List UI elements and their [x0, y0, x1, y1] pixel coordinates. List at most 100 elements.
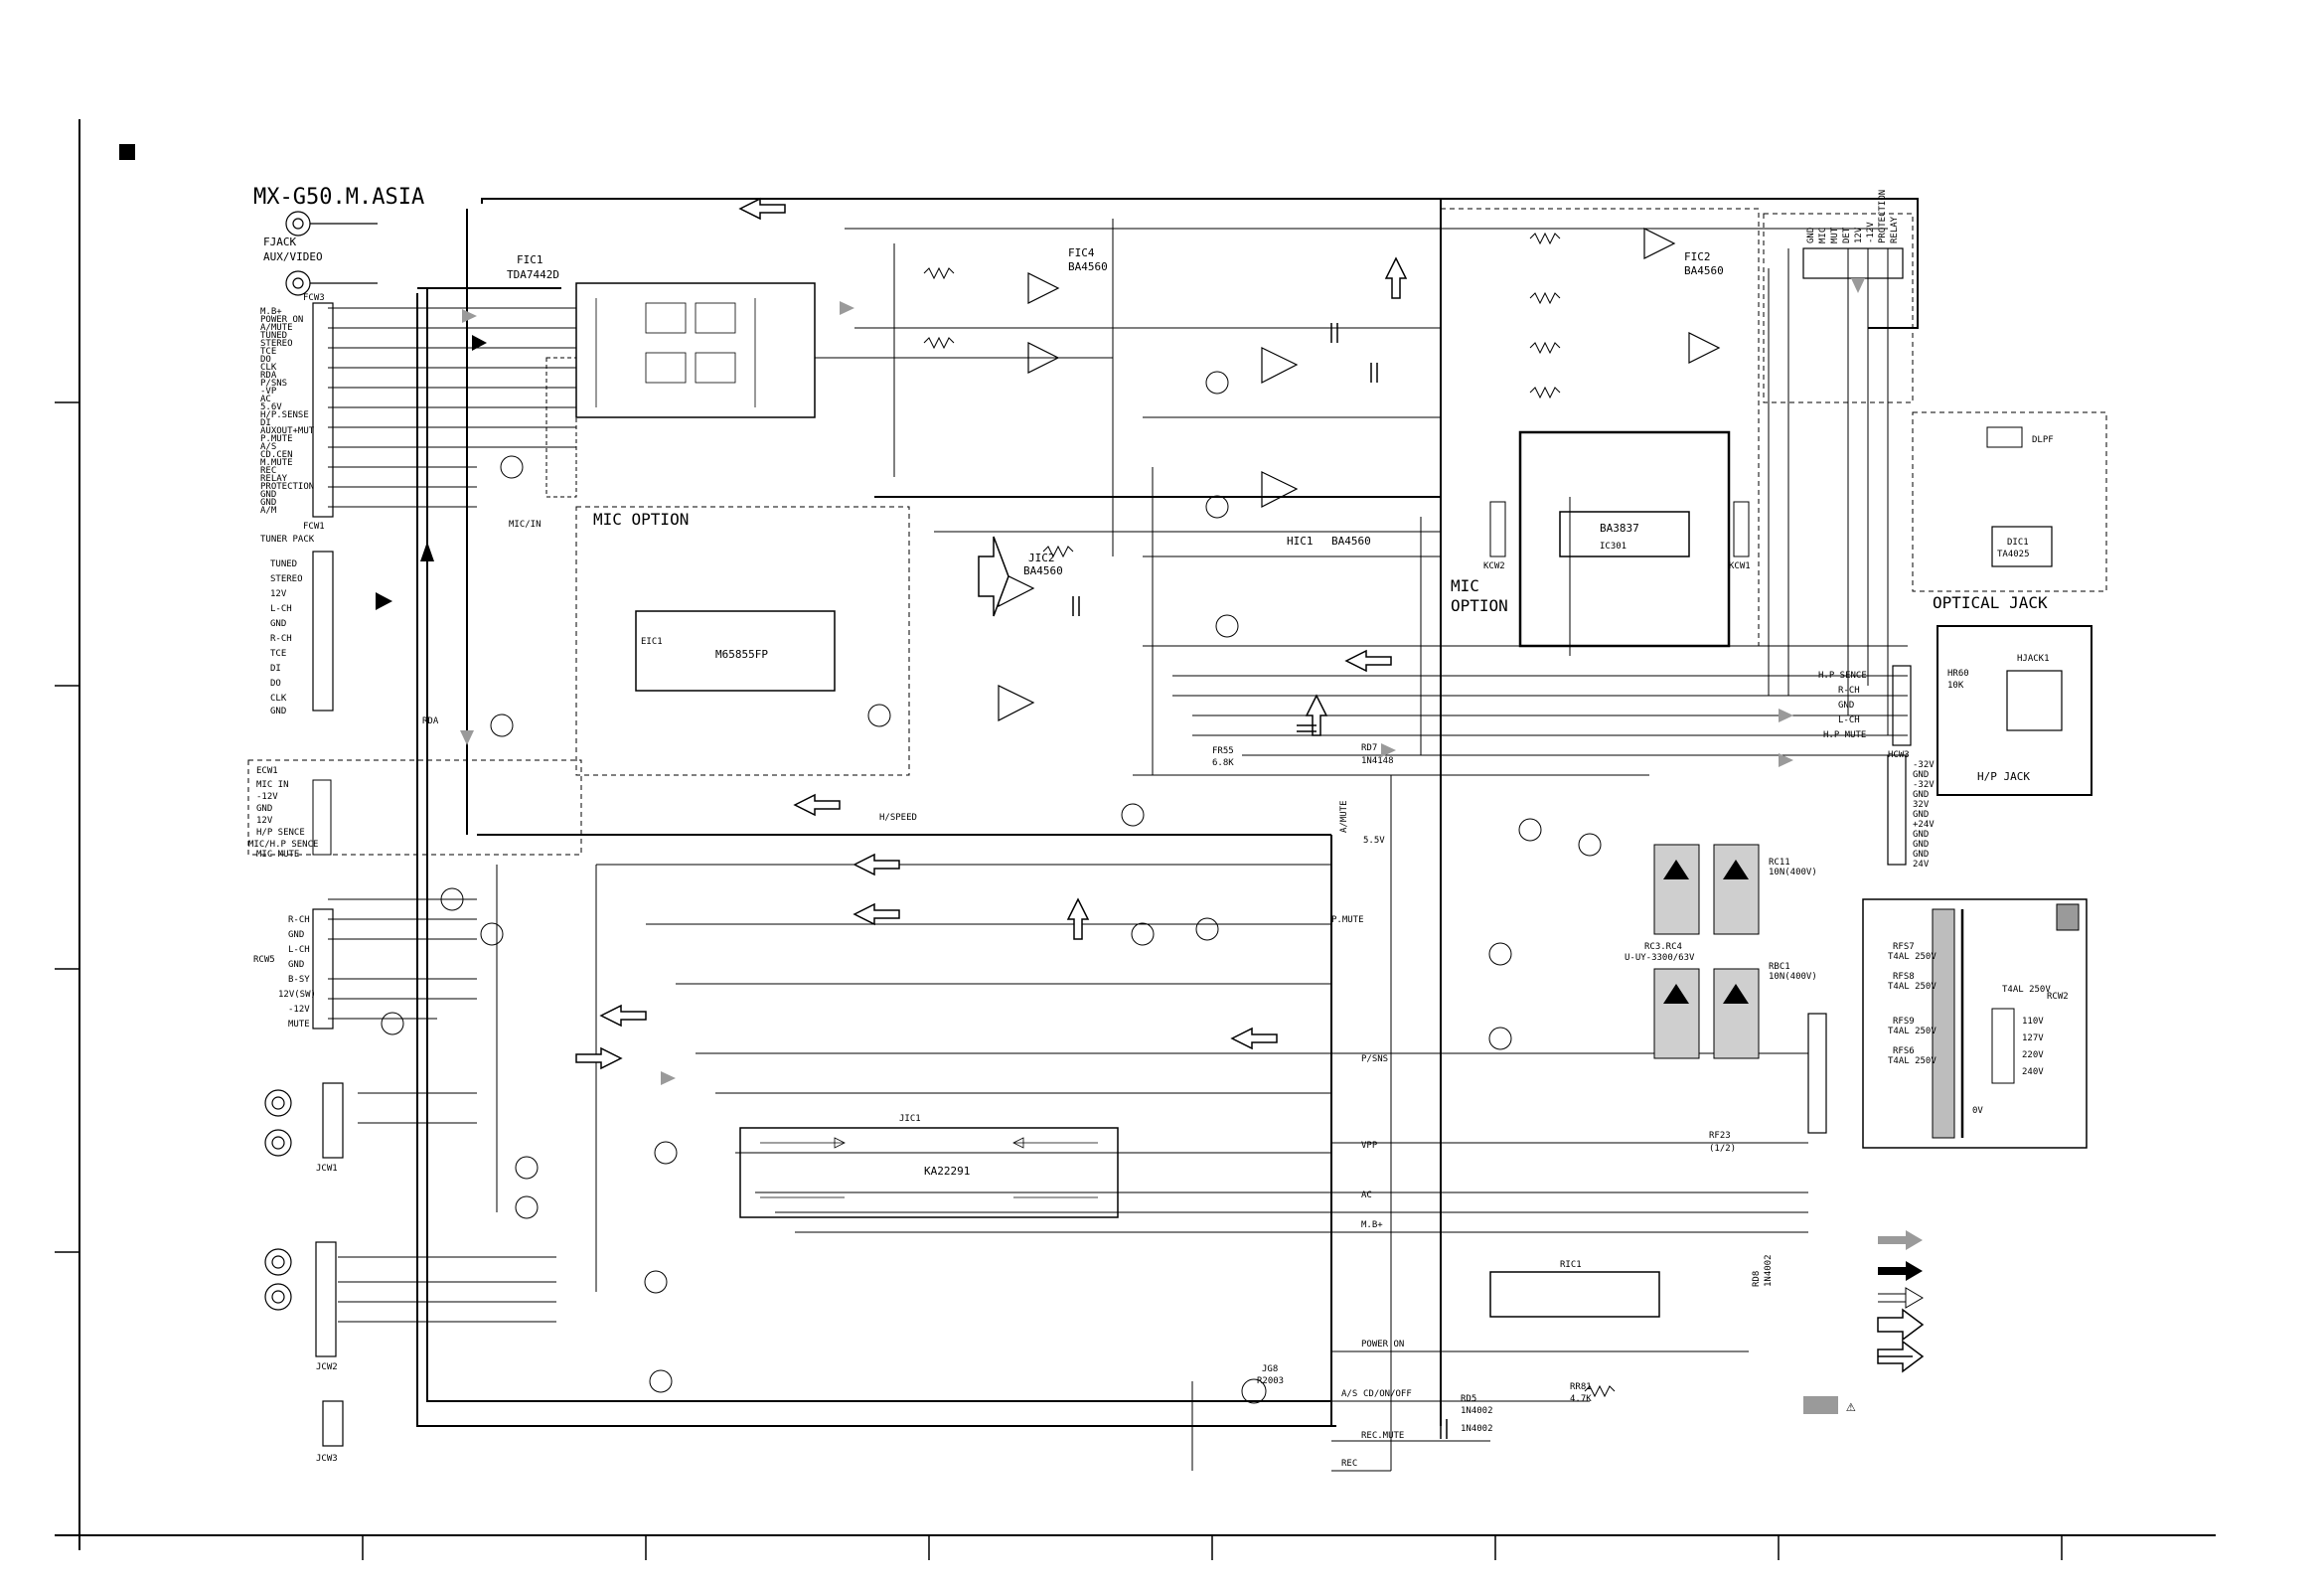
jic2-opamp: [998, 570, 1035, 721]
ic301-module-box: [1518, 430, 1731, 648]
mic-option-box-left: [575, 506, 910, 776]
rr81-value: 4.7K: [1570, 1394, 1592, 1404]
svg-text:12V: 12V: [256, 816, 273, 826]
page-frame: [55, 119, 2216, 1560]
gray-signal-arrows: [460, 278, 1865, 1085]
fic1-chip: [575, 282, 816, 418]
svg-text:DET: DET: [1842, 227, 1852, 243]
hic1-opamp: [1261, 347, 1299, 508]
aux-video-label: AUX/VIDEO: [263, 250, 323, 263]
net-h-speed: H/SPEED: [879, 813, 917, 823]
svg-text:110V: 110V: [2022, 1017, 2044, 1027]
svg-text:PROTECTION: PROTECTION: [1878, 190, 1888, 243]
svg-text:127V: 127V: [2022, 1033, 2044, 1043]
legend-safety-shade: [1803, 1396, 1838, 1414]
voltage-selector: [1991, 1008, 2015, 1084]
jg8-label: JG8: [1262, 1364, 1278, 1374]
svg-text:DO: DO: [260, 355, 271, 365]
svg-text:M.MUTE: M.MUTE: [260, 458, 293, 468]
fic2-opamps: [1643, 228, 1721, 364]
transistor-symbols: [381, 371, 1602, 1393]
tuner-pin-labels: TUNED STEREO 12V L-CH GND R-CH TCE DI DO…: [270, 559, 303, 716]
net-5-5v: 5.5V: [1363, 836, 1385, 846]
svg-text:GND: GND: [1838, 701, 1854, 711]
kcw1-connector: [1733, 501, 1750, 557]
rfs7-label: RFS7: [1893, 942, 1915, 952]
kcw2-connector: [1489, 501, 1506, 557]
rectifier-bridges: [1653, 844, 1760, 1059]
rfs8-label: RFS8: [1893, 972, 1915, 982]
rc11-value: 10N(400V): [1769, 868, 1817, 877]
hcw3-pin-labels: H.P SENCE R-CH GND L-CH H.P MUTE: [1818, 671, 1867, 740]
net-ac: AC: [1361, 1190, 1372, 1200]
top-right-pin-labels: GND MIC MUT DET 12V -12V PROTECTION RELA…: [1806, 190, 1900, 243]
rc3-value: U-UY-3300/63V: [1625, 953, 1695, 963]
transformer-core-shaded: [1932, 908, 1955, 1139]
transformer-box: [1862, 898, 2088, 1149]
svg-text:GND: GND: [256, 804, 272, 814]
rf23-label: RF23: [1709, 1131, 1731, 1141]
svg-text:MIC/H.P SENCE: MIC/H.P SENCE: [248, 840, 318, 850]
rcw5-connector: [312, 908, 334, 1030]
black-signal-arrows: [376, 335, 487, 610]
dic1-part: TA4025: [1997, 550, 2030, 559]
rc11-label: RC11: [1769, 858, 1790, 868]
svg-text:GND: GND: [1806, 228, 1816, 243]
svg-text:H.P MUTE: H.P MUTE: [1823, 730, 1866, 740]
svg-text:GND: GND: [1913, 850, 1929, 860]
svg-text:GND: GND: [1913, 810, 1929, 820]
rd7-value: 1N4148: [1361, 756, 1394, 766]
jic1-internals: [760, 1137, 1098, 1198]
net-power-on: POWER ON: [1361, 1340, 1404, 1349]
section-bullet-icon: [119, 144, 135, 160]
rfs6-value: T4AL 250V: [1888, 1056, 1937, 1066]
tuner-pack-connector: [312, 551, 334, 712]
transformer-ov-label: 0V: [1972, 1106, 1983, 1116]
svg-text:DI: DI: [260, 418, 271, 428]
svg-text:TUNED: TUNED: [260, 331, 287, 341]
jcw2-label: JCW2: [316, 1362, 338, 1372]
main-bus-connector: [312, 302, 334, 518]
fic1-internals: [595, 298, 756, 407]
ecw1-connector: [312, 779, 332, 856]
svg-text:AC: AC: [260, 395, 271, 404]
signal-wiring: [328, 219, 1908, 1472]
dlpf-connector: [1986, 426, 2023, 448]
svg-text:RELAY: RELAY: [1890, 216, 1900, 243]
mic-option-right-line2: OPTION: [1451, 596, 1508, 615]
net-p-mute: P.MUTE: [1331, 915, 1364, 925]
fic1-part: TDA7442D: [507, 268, 559, 281]
svg-text:L-CH: L-CH: [288, 945, 310, 955]
legend-hollow-arrow: [1877, 1308, 1925, 1342]
svg-text:REC: REC: [260, 466, 276, 476]
optical-jack-box: [1912, 411, 2107, 592]
legend-black-arrow: [1878, 1261, 1923, 1281]
ic301-ref: IC301: [1600, 542, 1627, 552]
svg-text:B-SY: B-SY: [288, 975, 310, 985]
svg-text:MUT: MUT: [1830, 227, 1840, 243]
net-m-b: M.B+: [1361, 1220, 1383, 1230]
svg-text:H/P.SENSE: H/P.SENSE: [260, 410, 309, 420]
rcw5-pin-labels: R-CH GND L-CH GND B-SY 12V(SW) -12V MUTE: [278, 915, 316, 1030]
svg-text:R-CH: R-CH: [1838, 686, 1860, 696]
net-mic-in: MIC/IN: [509, 520, 542, 530]
fjack-input: [285, 211, 378, 296]
left-dashed-strip: [545, 357, 577, 498]
fic2-part: BA4560: [1684, 264, 1724, 277]
eic1-part: M65855FP: [715, 648, 768, 661]
ic301-part: BA3837: [1600, 522, 1639, 535]
hic1-label: HIC1: [1287, 535, 1314, 548]
main-bus-lines: [416, 198, 1919, 1427]
fcw1-label: FCW1: [303, 522, 325, 532]
svg-text:H.P SENCE: H.P SENCE: [1818, 671, 1867, 681]
rbc1-value: 10N(400V): [1769, 972, 1817, 982]
jcw1-jacks: [264, 1082, 344, 1159]
legend-hollow-double-arrow: [1877, 1340, 1925, 1373]
model-title: MX-G50.M.ASIA: [253, 185, 424, 210]
rd7-label: RD7: [1361, 743, 1377, 753]
svg-text:P/SNS: P/SNS: [260, 379, 287, 389]
jcw3-label: JCW3: [316, 1454, 338, 1464]
svg-text:220V: 220V: [2022, 1050, 2044, 1060]
svg-text:GND: GND: [288, 960, 304, 970]
